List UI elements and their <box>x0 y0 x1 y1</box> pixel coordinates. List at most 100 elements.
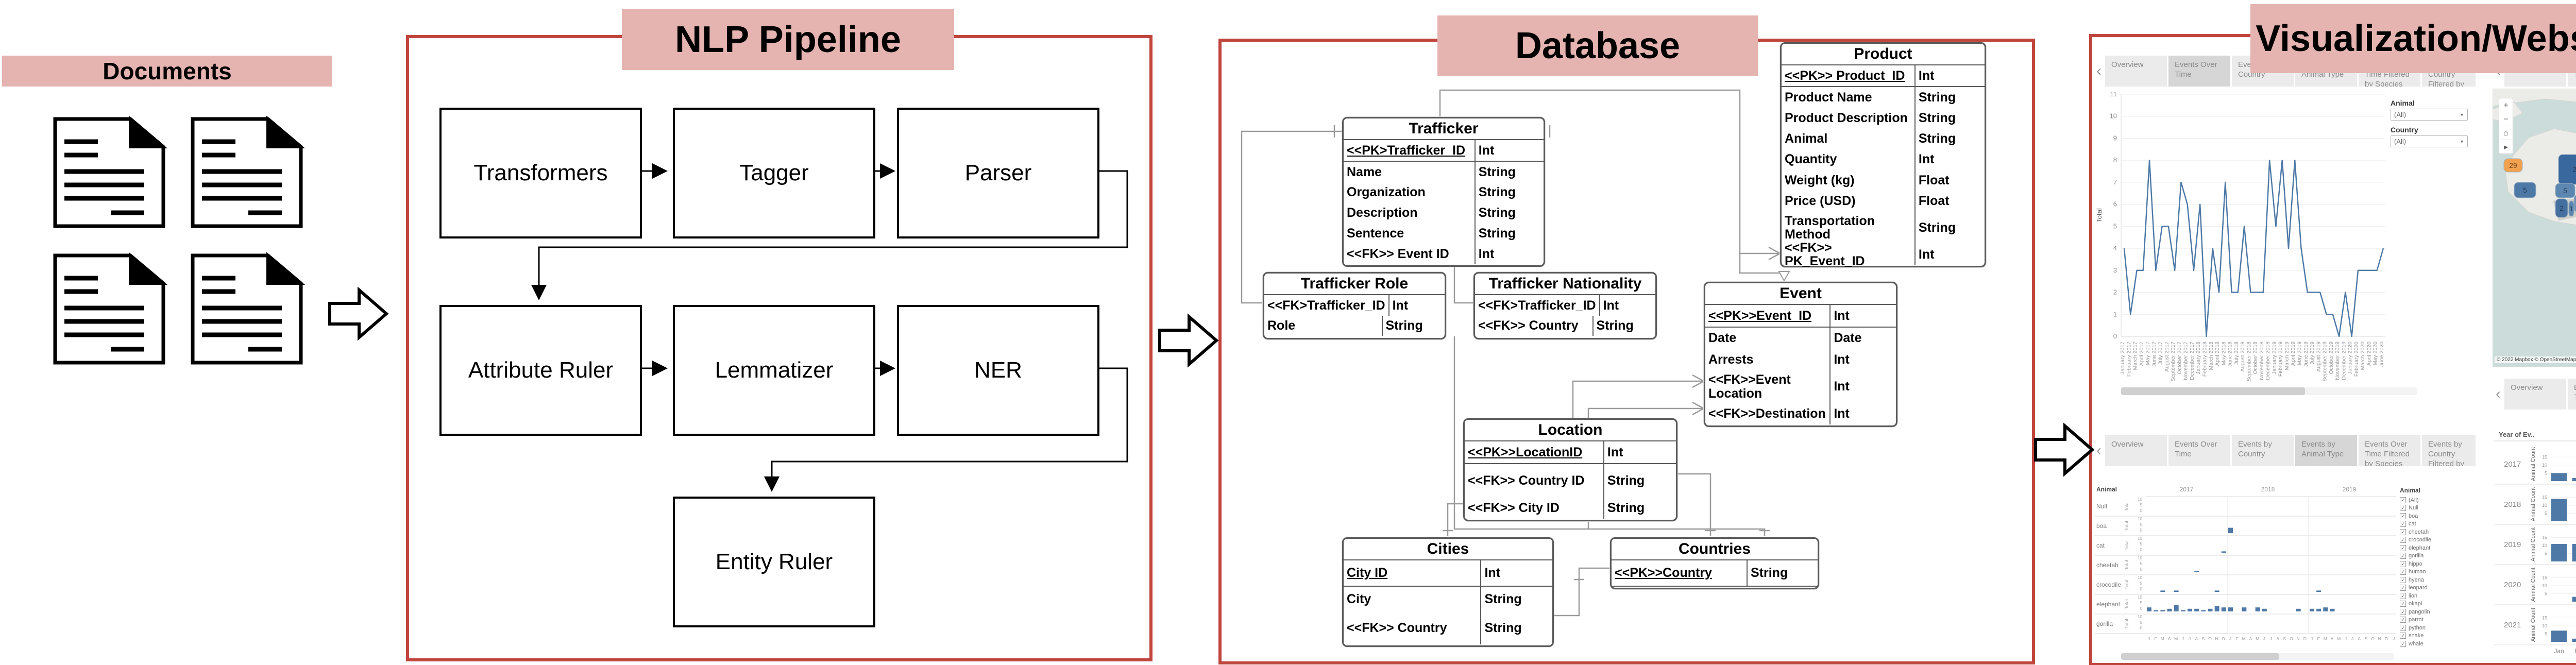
svg-text:0: 0 <box>2113 332 2117 340</box>
animal-checkbox-whale[interactable]: ✓whale <box>2400 640 2472 648</box>
svg-text:1: 1 <box>2113 310 2117 318</box>
map-country-burkina-faso[interactable]: 5 <box>2555 183 2575 198</box>
svg-text:2019: 2019 <box>2343 486 2357 493</box>
er-field-type: String <box>1474 223 1544 244</box>
zoom-in-icon[interactable]: + <box>2499 98 2513 112</box>
tab-events-over-time-filtered-by-species[interactable]: Events Over Time Filtered by Species <box>2359 435 2420 466</box>
checkbox-label: hippo <box>2409 560 2422 567</box>
er-field-name: <<FK>> Country ID <box>1468 473 1585 488</box>
filter-dropdown-country[interactable]: (All)▼ <box>2391 135 2468 147</box>
animal-chart-scrollbar[interactable] <box>2121 653 2394 660</box>
animal-checkbox-hyena[interactable]: ✓hyena <box>2400 576 2472 584</box>
animal-checkbox-lion[interactable]: ✓lion <box>2400 592 2472 600</box>
checkbox-checked-icon: ✓ <box>2400 497 2406 503</box>
checkbox-label: boa <box>2409 513 2418 519</box>
svg-text:May 2017: May 2017 <box>2145 342 2151 365</box>
tab-events-by-animal-type[interactable]: Events by Animal Type <box>2295 435 2357 466</box>
tab-overview[interactable]: Overview <box>2504 379 2566 410</box>
svg-text:0: 0 <box>2140 508 2143 513</box>
tab-events-over-time[interactable]: Events Over Time <box>2568 379 2576 410</box>
animal-checkbox-parrot[interactable]: ✓parrot <box>2400 616 2472 624</box>
er-field-type: Int <box>1599 295 1663 316</box>
document-icon <box>49 115 167 230</box>
map-country-togo[interactable]: 1 <box>2568 200 2574 217</box>
tab-overview[interactable]: Overview <box>2105 435 2167 466</box>
svg-text:A: A <box>2195 636 2198 641</box>
animal-checkbox-boa[interactable]: ✓boa <box>2400 512 2472 520</box>
zoom-out-icon[interactable]: − <box>2499 112 2513 126</box>
svg-text:M: M <box>2174 636 2178 641</box>
checkbox-checked-icon: ✓ <box>2400 544 2406 551</box>
filter-value: (All) <box>2394 111 2406 118</box>
home-icon[interactable]: ⌂ <box>2499 126 2513 140</box>
animal-checkbox-okapi[interactable]: ✓okapi <box>2400 600 2472 608</box>
er-field-type: Int <box>1829 370 1896 403</box>
svg-text:F: F <box>2317 636 2320 641</box>
chevron-left-icon[interactable]: ‹ <box>2094 435 2104 466</box>
scrollbar-thumb[interactable] <box>2121 387 2305 395</box>
er-field-type: String <box>1603 497 1676 519</box>
tab-events-by-country-filtered-by-species[interactable]: Events by Country Filtered by Species <box>2422 435 2476 466</box>
filter-dropdown-animal[interactable]: (All)▼ <box>2391 109 2468 121</box>
animal-checkbox-snake[interactable]: ✓snake <box>2400 632 2472 640</box>
animal-checkbox-gorilla[interactable]: ✓gorilla <box>2400 552 2472 560</box>
filter-label: Country <box>2391 126 2418 134</box>
map-country-guinea[interactable]: 5 <box>2514 182 2536 198</box>
animal-checkbox-python[interactable]: ✓python <box>2400 624 2472 632</box>
map-country-ghana[interactable]: 2 <box>2555 198 2568 218</box>
flyout-icon[interactable]: ▸ <box>2504 143 2508 151</box>
animal-checkbox-human[interactable]: ✓human <box>2400 568 2472 576</box>
er-field-type: Int <box>1914 149 1985 170</box>
svg-text:elephant: elephant <box>2096 601 2121 608</box>
tab-overview[interactable]: Overview <box>2105 56 2167 87</box>
animal-checkbox-all[interactable]: ✓(All) <box>2400 496 2472 504</box>
svg-text:Animal Count: Animal Count <box>2530 568 2536 602</box>
tab-events-over-time[interactable]: Events Over Time <box>2168 56 2230 87</box>
animal-checkbox-leopard[interactable]: ✓leopard <box>2400 584 2472 592</box>
animal-checkbox-elephant[interactable]: ✓elephant <box>2400 544 2472 552</box>
er-field-name: <<FK>> PK_Event_ID <box>1785 240 1865 268</box>
line-chart-scrollbar[interactable] <box>2121 387 2417 395</box>
animal-checkbox-hippo[interactable]: ✓hippo <box>2400 560 2472 568</box>
animal-checkbox-pangolin[interactable]: ✓pangolin <box>2400 608 2472 616</box>
svg-text:January 2019: January 2019 <box>2271 342 2277 374</box>
svg-text:boa: boa <box>2096 522 2107 530</box>
checkbox-checked-icon: ✓ <box>2400 633 2406 639</box>
svg-text:February 2017: February 2017 <box>2126 342 2132 377</box>
svg-text:December 2018: December 2018 <box>2265 342 2271 380</box>
tab-events-over-time[interactable]: Events Over Time <box>2168 435 2230 466</box>
svg-text:J: J <box>2148 636 2150 641</box>
database-title: Database <box>1437 15 1758 76</box>
checkbox-label: lion <box>2409 592 2418 599</box>
er-field-name: <<PK>>LocationID <box>1468 445 1583 459</box>
map-country-mali[interactable]: 2 <box>2558 154 2576 185</box>
scrollbar-thumb[interactable] <box>2121 653 2280 660</box>
animal-checkbox-crocodile[interactable]: ✓crocodile <box>2400 536 2472 544</box>
animal-checkbox-cheetah[interactable]: ✓cheetah <box>2400 528 2472 536</box>
svg-text:March 2019: March 2019 <box>2284 342 2290 370</box>
checkbox-checked-icon: ✓ <box>2400 601 2406 607</box>
er-field-name: Sentence <box>1347 226 1404 241</box>
svg-text:Jan: Jan <box>2554 647 2564 655</box>
svg-text:O: O <box>2371 636 2375 641</box>
legend-title: Animal <box>2400 487 2421 494</box>
svg-text:July 2017: July 2017 <box>2158 342 2164 365</box>
map-country-senegal[interactable]: 29 <box>2503 158 2523 173</box>
chevron-left-icon[interactable]: ‹ <box>2094 56 2104 87</box>
svg-text:October 2017: October 2017 <box>2176 342 2182 374</box>
map-country-benin[interactable]: 4 <box>2573 195 2576 212</box>
er-field-row: Weight (kg)Float <box>1782 169 1985 191</box>
er-field-name: Date <box>1708 331 1737 346</box>
er-field-row: Price (USD)Float <box>1782 190 1985 211</box>
animal-checkbox-null[interactable]: ✓Null <box>2400 504 2472 513</box>
animal-checkbox-cat[interactable]: ✓cat <box>2400 520 2472 528</box>
chevron-left-icon[interactable]: ‹ <box>2494 379 2503 410</box>
er-field-type: Int <box>1474 244 1544 264</box>
tab-events-by-country[interactable]: Events by Country <box>2232 435 2294 466</box>
svg-text:July 2019: July 2019 <box>2309 342 2315 365</box>
